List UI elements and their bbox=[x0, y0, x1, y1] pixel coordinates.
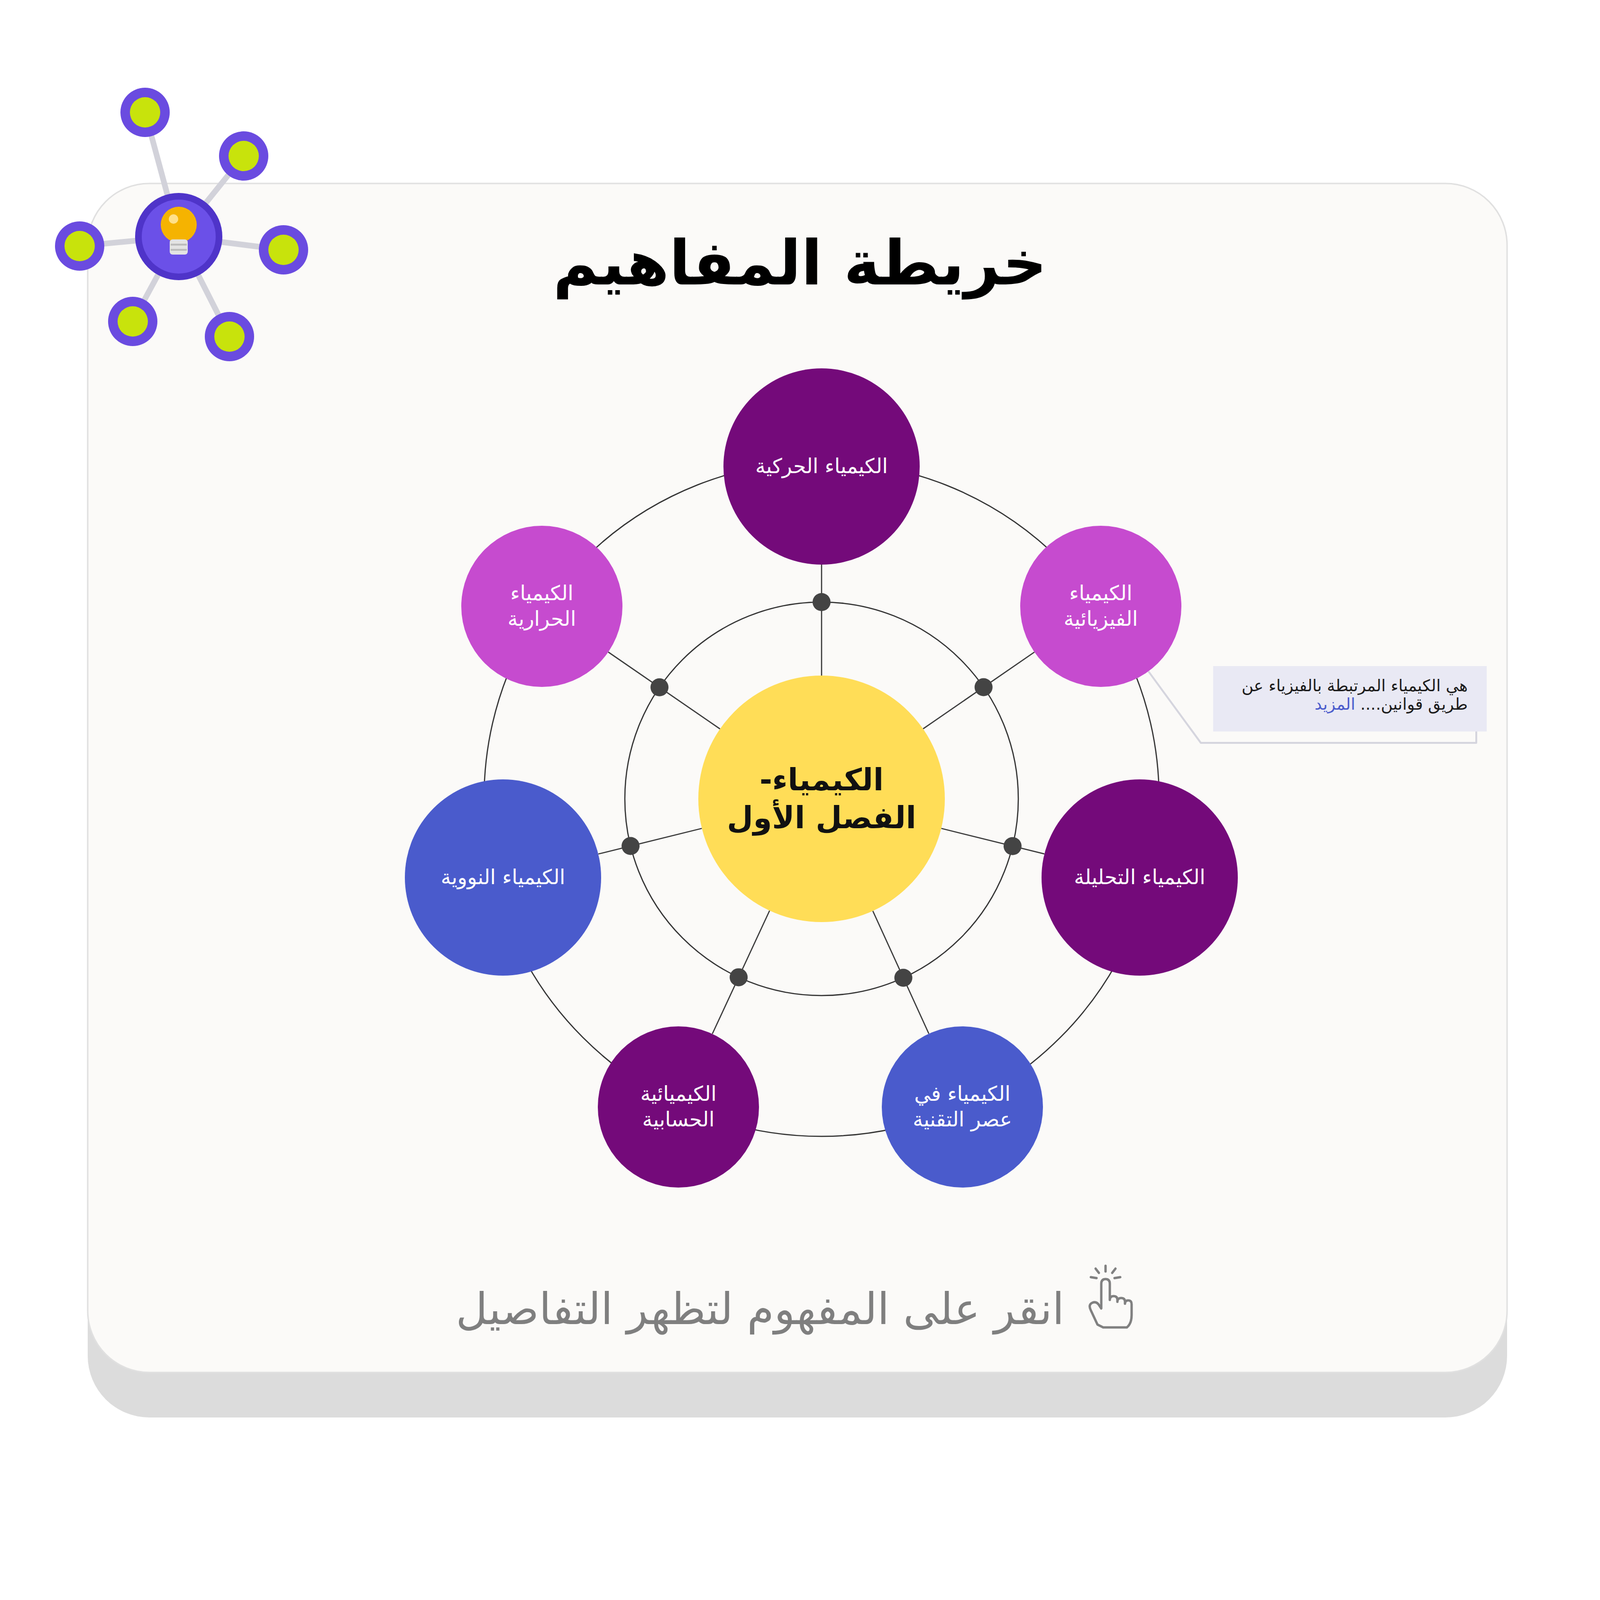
spoke-line bbox=[712, 910, 770, 1034]
ring-dot bbox=[974, 678, 993, 697]
concept-circle: الكيمياء الفيزيائية bbox=[1020, 525, 1182, 687]
ring-dot bbox=[621, 837, 640, 856]
more-link: المزيد bbox=[1314, 694, 1356, 714]
spoke-line bbox=[598, 828, 703, 854]
spoke-line bbox=[941, 828, 1045, 854]
center-concept: الكيمياء- الفصل الأول bbox=[698, 675, 945, 923]
concept-label: الكيمياء الفيزيائية bbox=[1036, 580, 1166, 632]
concept-label: الكيمياء- الفصل الأول bbox=[722, 760, 921, 837]
pointer-hand-icon bbox=[1089, 1265, 1132, 1328]
callout-box: هي الكيمياء المرتبطة بالفيزياء عن طريق ق… bbox=[1213, 666, 1487, 732]
spoke-line bbox=[608, 651, 721, 729]
concept-circle: الكيمياء التحليلة bbox=[1041, 779, 1238, 976]
concept-label: الكيمياء النووية bbox=[440, 864, 566, 891]
ring-dot bbox=[650, 678, 669, 697]
concept-circle: الكيمياء الحرارية bbox=[461, 525, 623, 687]
concept-label: الكيمياء الحرارية bbox=[477, 580, 607, 632]
concept-label: الكيمياء الحركية bbox=[755, 453, 888, 480]
spoke-line bbox=[821, 564, 823, 676]
ring-dot bbox=[729, 968, 748, 987]
spoke-line bbox=[923, 652, 1035, 730]
concept-label: الكيميائية الحسابية bbox=[613, 1081, 743, 1133]
ring-dot bbox=[894, 969, 913, 988]
callout-paragraph: هي الكيمياء المرتبطة بالفيزياء عن طريق ق… bbox=[1232, 676, 1468, 714]
ring-dot bbox=[1003, 837, 1022, 856]
spoke-line bbox=[872, 911, 929, 1034]
concept-circle: الكيمياء النووية bbox=[404, 779, 602, 976]
concept-circle: الكيميائية الحسابية bbox=[597, 1026, 759, 1188]
instruction-text: انقر على المفهوم لتظهر التفاصيل bbox=[455, 1283, 1065, 1336]
card bbox=[87, 183, 1508, 1373]
concept-circle: الكيمياء في عصر التقنية bbox=[881, 1026, 1043, 1188]
concept-label: الكيمياء التحليلة bbox=[1074, 864, 1206, 891]
concept-label: الكيمياء في عصر التقنية bbox=[897, 1081, 1027, 1133]
ring-dot bbox=[812, 593, 831, 612]
page-title: خريطة المفاهيم bbox=[0, 226, 1600, 301]
network-icon bbox=[54, 87, 309, 362]
concept-circle: الكيمياء الحركية bbox=[723, 368, 920, 565]
